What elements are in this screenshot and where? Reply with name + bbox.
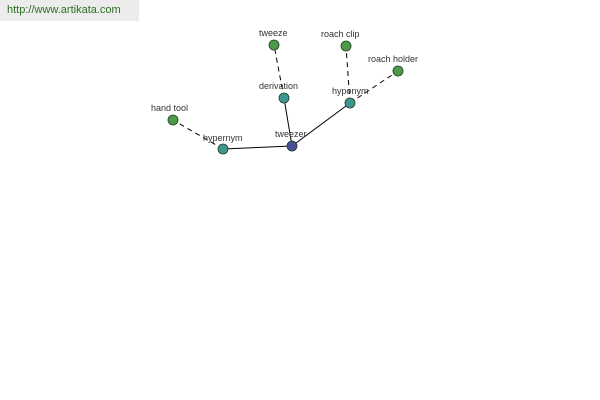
site-url-link[interactable]: http://www.artikata.com [7, 4, 121, 16]
node-label-hypernym[interactable]: hypernym [203, 133, 243, 143]
node-hand-tool[interactable] [167, 114, 179, 126]
edge-tweezer-hypernym [222, 145, 293, 150]
node-tweezer[interactable] [286, 140, 298, 152]
graph-nodes [167, 39, 404, 155]
node-tweeze[interactable] [268, 39, 280, 51]
node-label-tweezer[interactable]: tweezer [275, 129, 307, 139]
node-label-roach-clip[interactable]: roach clip [321, 29, 360, 39]
node-roach-holder[interactable] [392, 65, 404, 77]
edge-hypernym-hand-tool [172, 119, 224, 150]
node-label-derivation[interactable]: derivation [259, 81, 298, 91]
node-label-hyponym[interactable]: hyponym [332, 86, 369, 96]
edge-tweezer-derivation [283, 97, 293, 147]
node-label-roach-holder[interactable]: roach holder [368, 54, 418, 64]
edge-hyponym-roach-clip [345, 45, 351, 104]
node-roach-clip[interactable] [340, 40, 352, 52]
node-hypernym[interactable] [217, 143, 229, 155]
graph-edges [172, 44, 399, 150]
node-derivation[interactable] [278, 92, 290, 104]
node-hyponym[interactable] [344, 97, 356, 109]
edge-hyponym-roach-holder [349, 70, 399, 104]
edge-tweezer-hyponym [291, 102, 351, 147]
node-label-hand-tool[interactable]: hand tool [151, 103, 188, 113]
graph-labels: tweezer hypernym hand tool derivation tweeze… [151, 28, 418, 143]
url-banner: http://www.artikata.com [0, 0, 139, 21]
node-label-tweeze[interactable]: tweeze [259, 28, 288, 38]
